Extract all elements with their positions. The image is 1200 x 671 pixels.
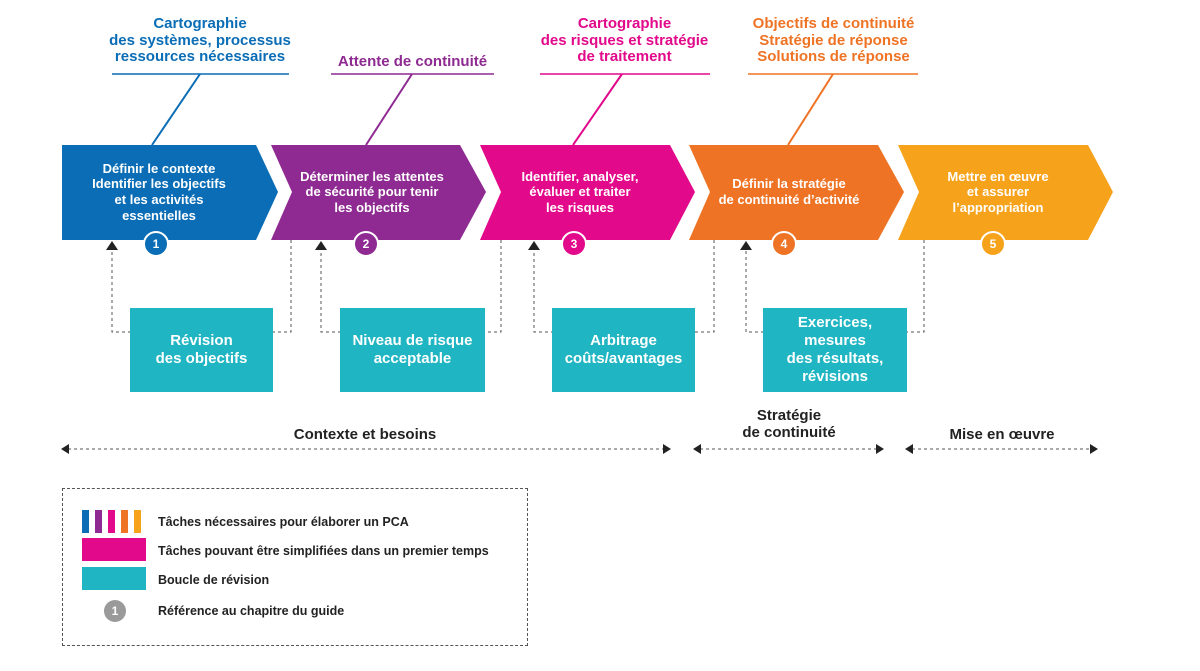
legend-swatch-teal (82, 567, 146, 590)
legend-label-1: Tâches nécessaires pour élaborer un PCA (158, 515, 409, 529)
top-label-3: Cartographie des risques et stratégie de… (540, 15, 709, 65)
leader-line-2 (365, 73, 413, 146)
leader-line-1 (151, 73, 201, 146)
phase-label-2: Stratégie de continuité (742, 407, 836, 442)
legend-label-4: Référence au chapitre du guide (158, 604, 345, 618)
step-1-shape (62, 145, 278, 240)
step-1-badge: 1 (143, 231, 169, 257)
step-3-badge: 3 (561, 231, 587, 257)
legend-swatch-stripes (82, 510, 147, 533)
loop-arrowhead-3 (528, 241, 540, 250)
phase-arrow-right-2 (876, 444, 884, 454)
legend-label-2: Tâches pouvant être simplifiées dans un … (158, 544, 489, 558)
legend-label-3: Boucle de révision (158, 573, 270, 587)
loop-arrowhead-2 (315, 241, 327, 250)
top-label-1: Cartographie des systèmes, processus res… (109, 15, 291, 65)
top-label-4: Objectifs de continuité Stratégie de rép… (752, 15, 915, 65)
step-5-badge: 5 (980, 231, 1006, 257)
phase-arrow-right-1 (663, 444, 671, 454)
step-3-shape (480, 145, 695, 240)
step-4-badge: 4 (771, 231, 797, 257)
step-4-shape (689, 145, 904, 240)
phase-label-1: Contexte et besoins (293, 426, 437, 443)
top-label-2: Attente de continuité (337, 53, 488, 70)
step-2-shape (271, 145, 486, 240)
phase-arrow-left-2 (693, 444, 701, 454)
step-5-shape (898, 145, 1113, 240)
leader-line-4 (787, 73, 834, 146)
phase-arrow-right-3 (1090, 444, 1098, 454)
legend (62, 488, 528, 646)
leader-line-3 (572, 73, 623, 146)
legend-swatch-magenta (82, 538, 146, 561)
loop-arrowhead-4 (740, 241, 752, 250)
loop-arrowhead-1 (106, 241, 118, 250)
step-2-badge: 2 (353, 231, 379, 257)
legend-reference-badge: 1 (104, 600, 126, 622)
phase-arrow-left-1 (61, 444, 69, 454)
phase-label-3: Mise en œuvre (949, 426, 1055, 443)
phase-arrow-left-3 (905, 444, 913, 454)
